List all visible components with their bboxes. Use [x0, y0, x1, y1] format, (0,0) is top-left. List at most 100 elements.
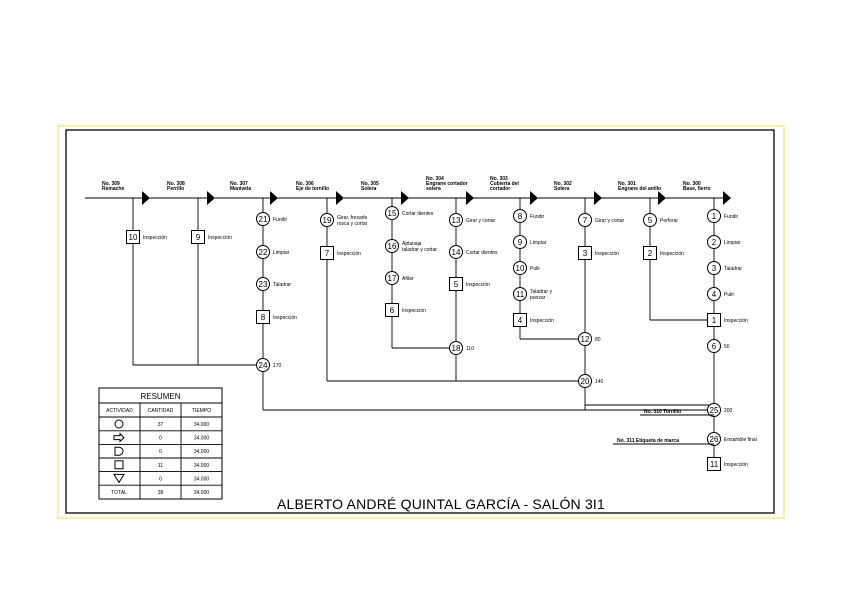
node-label: Perforar: [660, 218, 678, 224]
node-number: 8: [518, 212, 523, 221]
node-number: 6: [712, 342, 717, 351]
part-header-label: Remache: [102, 186, 124, 192]
node-label: Taladrar: [273, 282, 291, 288]
part-header-label: No. 305: [361, 181, 379, 187]
summary-time: 34.000: [194, 422, 210, 428]
node-label: rosca y cortar: [337, 221, 368, 227]
node-number: 20: [581, 377, 590, 386]
part-header-label: No. 307: [230, 181, 248, 187]
inspection-square-icon: [449, 277, 463, 291]
node-label: 110: [466, 346, 474, 352]
node-number: 18: [452, 344, 461, 353]
node-number: 17: [388, 274, 397, 283]
summary-time: 34.000: [194, 449, 210, 455]
node-number: 11: [710, 460, 719, 469]
inspection-square-icon: [707, 313, 721, 327]
node-label: 50: [724, 344, 730, 350]
part-header-label: Solera: [361, 186, 377, 192]
operation-node: 12 80: [578, 332, 601, 346]
operation-circle-icon: [513, 235, 527, 249]
storage-triangle-icon: [113, 473, 125, 484]
node-number: 1: [712, 212, 717, 221]
node-label: Inspección: [337, 251, 361, 257]
operation-circle-icon: [256, 358, 270, 372]
summary-header: ACTIVIDAD: [106, 408, 133, 414]
part-header-label: Cubierta del: [490, 181, 520, 187]
node-label: Limpiar: [273, 250, 290, 256]
node-number: 9: [518, 238, 523, 247]
inspection-square-icon: [256, 310, 270, 324]
summary-header: CANTIDAD: [148, 408, 174, 414]
summary-header: TIEMPO: [192, 408, 211, 414]
operation-circle-icon: [707, 432, 721, 446]
node-label: Girar y cortar: [466, 218, 496, 224]
part-header-label: No. 308: [167, 181, 185, 187]
summary-quantity: 0: [159, 436, 162, 442]
operation-circle-icon: [643, 213, 657, 227]
node-number: 16: [388, 242, 397, 251]
flow-arrow-icon: [336, 191, 344, 205]
node-number: 15: [388, 209, 397, 218]
inspection-square-icon: [513, 313, 527, 327]
node-label: 170: [273, 363, 282, 369]
node-number: 1: [712, 316, 717, 325]
operation-circle-icon: [578, 332, 592, 346]
node-number: 10: [516, 264, 525, 273]
node-label: Cortar dientes: [402, 211, 434, 217]
operation-circle-icon: [578, 374, 592, 388]
node-label: Pulir: [530, 266, 540, 272]
operation-circle-icon: [449, 245, 463, 259]
summary-quantity: 37: [158, 422, 164, 428]
flow-arrow-icon: [723, 191, 731, 205]
node-label: Pulir: [724, 292, 734, 298]
node-number: 4: [518, 316, 523, 325]
part-header-label: No. 309: [102, 181, 120, 187]
flow-arrow-icon: [207, 191, 215, 205]
node-label: Inspección: [273, 315, 297, 321]
operation-circle-icon: [256, 245, 270, 259]
operation-circle-icon: [385, 239, 399, 253]
node-number: 22: [259, 248, 268, 257]
delay-d-icon: [114, 446, 124, 456]
operation-circle-icon: [385, 271, 399, 285]
flow-arrow-icon: [594, 191, 602, 205]
summary-time: 34.000: [194, 463, 210, 469]
operation-circle-icon: [707, 287, 721, 301]
operation-node: 10 Pulir: [513, 261, 540, 275]
node-label: Inspección: [595, 251, 619, 257]
node-number: 12: [581, 335, 590, 344]
node-label: 80: [595, 337, 601, 343]
operation-node: 15 Cortar dientes: [385, 206, 434, 220]
operation-circle-icon: [256, 277, 270, 291]
part-header-label: Engrane cortador: [426, 181, 468, 187]
node-number: 10: [129, 233, 138, 242]
node-label: Inspección: [660, 251, 684, 257]
inspection-node: 10 Inspección: [126, 230, 167, 244]
node-label: Inspección: [724, 462, 748, 468]
summary-quantity: 0: [159, 476, 162, 482]
flow-arrow-icon: [142, 191, 150, 205]
part-header-label: Manivela: [230, 186, 251, 192]
node-label: Inspección: [466, 282, 490, 288]
operation-node: 18 110: [449, 341, 474, 355]
node-number: 5: [648, 216, 653, 225]
part-header-label: Solera: [554, 186, 570, 192]
node-label: Inspección: [143, 235, 167, 241]
part-header-label: No. 302: [554, 181, 572, 187]
node-number: 14: [452, 248, 461, 257]
inspection-square-icon: [126, 230, 140, 244]
part-header-label: Perrillo: [167, 186, 184, 192]
